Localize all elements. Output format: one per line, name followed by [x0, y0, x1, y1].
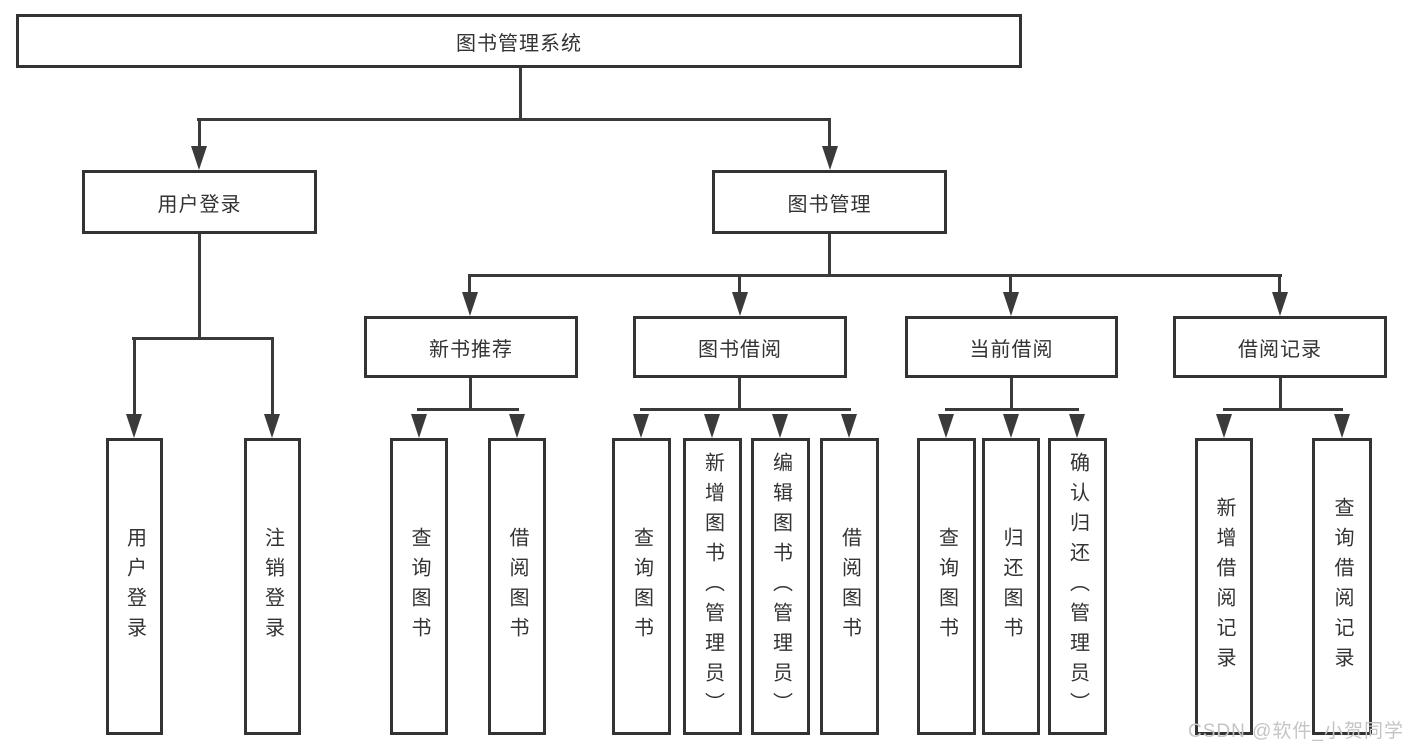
- arrow-down-new-book-recommend: [462, 292, 478, 316]
- leaf-query-books-current-label: 查询图书: [935, 526, 958, 647]
- arrow-down-leaf-borrow-books-recommend: [509, 414, 525, 438]
- leaf-query-books-current: 查询图书: [917, 438, 976, 735]
- arrow-down-leaf-query-books-current: [938, 414, 954, 438]
- leaf-query-books-recommend: 查询图书: [390, 438, 448, 735]
- arrow-down-leaf-logout: [264, 414, 280, 438]
- node-book-borrow: 图书借阅: [633, 316, 847, 378]
- leaf-return-books-label: 归还图书: [1000, 526, 1022, 647]
- node-user-login-branch-label: 用户登录: [157, 193, 242, 216]
- node-book-management-branch-label: 图书管理: [787, 193, 872, 216]
- node-new-book-recommend-label: 新书推荐: [429, 338, 513, 361]
- connector-borrow-records-spread: [1223, 408, 1343, 411]
- connector-to-book-borrow: [738, 274, 741, 294]
- arrow-down-borrow-records: [1272, 292, 1288, 316]
- leaf-user-login-label: 用户登录: [123, 526, 146, 647]
- leaf-confirm-return-admin-label: 确认归还（管理员）: [1066, 451, 1089, 722]
- leaf-edit-books-admin: 编辑图书（管理员）: [751, 438, 810, 735]
- connector-to-new-book-recommend: [468, 274, 471, 294]
- node-book-management-branch: 图书管理: [712, 170, 947, 234]
- leaf-user-login: 用户登录: [106, 438, 163, 735]
- arrow-down-leaf-query-books-borrow: [633, 414, 649, 438]
- connector-borrow-records-trunk: [1279, 378, 1282, 408]
- leaf-query-borrow-record: 查询借阅记录: [1312, 438, 1372, 735]
- connector-book-borrow-trunk: [738, 378, 741, 408]
- connector-current-borrow-spread: [945, 408, 1079, 411]
- connector-user-login-spread: [132, 337, 274, 340]
- leaf-logout: 注销登录: [244, 438, 301, 735]
- leaf-add-borrow-record-label: 新增借阅记录: [1213, 496, 1235, 677]
- arrow-down-user-login: [191, 146, 207, 170]
- node-current-borrow-label: 当前借阅: [969, 338, 1054, 361]
- connector-to-borrow-records: [1278, 274, 1281, 294]
- connector-user-login-trunk: [198, 234, 201, 337]
- node-new-book-recommend: 新书推荐: [364, 316, 578, 378]
- leaf-query-books-borrow: 查询图书: [612, 438, 671, 735]
- leaf-query-books-borrow-label: 查询图书: [630, 526, 653, 647]
- arrow-down-leaf-user-login: [126, 414, 142, 438]
- connector-book-borrow-spread: [640, 408, 851, 411]
- arrow-down-leaf-add-books-admin: [704, 414, 720, 438]
- leaf-borrow-books-label: 借阅图书: [838, 526, 861, 647]
- connector-to-leaf-logout: [271, 337, 274, 414]
- leaf-add-books-admin-label: 新增图书（管理员）: [701, 451, 724, 722]
- connector-to-current-borrow: [1009, 274, 1012, 294]
- leaf-query-books-recommend-label: 查询图书: [408, 526, 430, 647]
- connector-root-spread: [197, 118, 831, 121]
- node-root-label: 图书管理系统: [456, 32, 582, 55]
- leaf-logout-label: 注销登录: [261, 526, 284, 647]
- arrow-down-leaf-confirm-return: [1069, 414, 1085, 438]
- connector-book-management-trunk: [828, 234, 831, 274]
- leaf-return-books: 归还图书: [982, 438, 1040, 735]
- arrow-down-leaf-return-books: [1003, 414, 1019, 438]
- connector-new-book-recommend-trunk: [469, 378, 472, 408]
- connector-new-book-recommend-spread: [417, 408, 519, 411]
- node-current-borrow: 当前借阅: [905, 316, 1118, 378]
- node-root: 图书管理系统: [16, 14, 1022, 68]
- csdn-watermark: CSDN @软件_小贺同学: [1188, 721, 1404, 742]
- node-borrow-records-label: 借阅记录: [1238, 338, 1322, 361]
- connector-to-book-management: [828, 118, 831, 148]
- arrow-down-leaf-add-borrow-record: [1216, 414, 1232, 438]
- arrow-down-leaf-query-books-recommend: [411, 414, 427, 438]
- arrow-down-leaf-query-borrow-record: [1334, 414, 1350, 438]
- connector-root-trunk: [519, 68, 522, 118]
- leaf-borrow-books-recommend-label: 借阅图书: [506, 526, 528, 647]
- arrow-down-leaf-edit-books-admin: [772, 414, 788, 438]
- arrow-down-leaf-borrow-books: [841, 414, 857, 438]
- leaf-confirm-return-admin: 确认归还（管理员）: [1048, 438, 1107, 735]
- leaf-query-borrow-record-label: 查询借阅记录: [1331, 496, 1353, 677]
- node-book-borrow-label: 图书借阅: [698, 338, 782, 361]
- leaf-borrow-books-recommend: 借阅图书: [488, 438, 546, 735]
- arrow-down-current-borrow: [1003, 292, 1019, 316]
- leaf-add-books-admin: 新增图书（管理员）: [683, 438, 742, 735]
- node-borrow-records: 借阅记录: [1173, 316, 1387, 378]
- connector-to-leaf-user-login: [133, 337, 136, 414]
- connector-current-borrow-trunk: [1010, 378, 1013, 408]
- leaf-edit-books-admin-label: 编辑图书（管理员）: [769, 451, 792, 722]
- connector-to-user-login: [198, 118, 201, 148]
- arrow-down-book-management: [822, 146, 838, 170]
- node-user-login-branch: 用户登录: [82, 170, 317, 234]
- leaf-borrow-books: 借阅图书: [820, 438, 879, 735]
- connector-book-management-spread: [468, 274, 1282, 277]
- arrow-down-book-borrow: [732, 292, 748, 316]
- leaf-add-borrow-record: 新增借阅记录: [1195, 438, 1253, 735]
